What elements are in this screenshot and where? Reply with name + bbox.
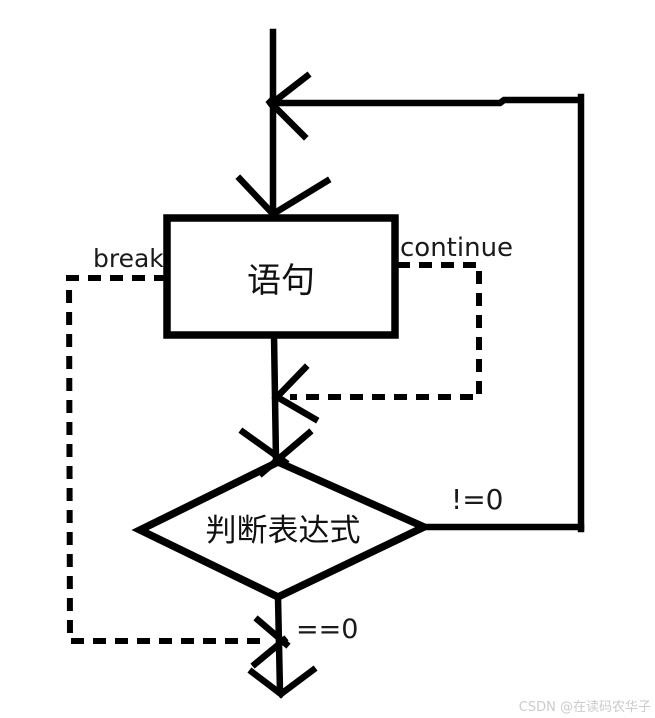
condition-label: 判断表达式 [206, 513, 361, 549]
watermark: CSDN @在读码农华子 [519, 700, 651, 715]
continue-label: continue [400, 233, 513, 263]
notzero-label: !=0 [451, 483, 504, 516]
continue-dashed-path [290, 262, 482, 400]
break-dashed-path [65, 275, 268, 644]
loop-arrowhead-left-icon [265, 71, 312, 141]
exit-arrowhead-down-icon [247, 665, 318, 699]
statement-label: 语句 [247, 261, 315, 301]
continue-arrowhead-left-icon [271, 363, 320, 424]
loop-top-line [273, 96, 582, 107]
entry-arrowhead-down-icon [235, 174, 332, 219]
break-label: break [93, 244, 164, 273]
break-arrowhead-right-icon [250, 615, 291, 669]
eqzero-label: ==0 [296, 614, 358, 645]
